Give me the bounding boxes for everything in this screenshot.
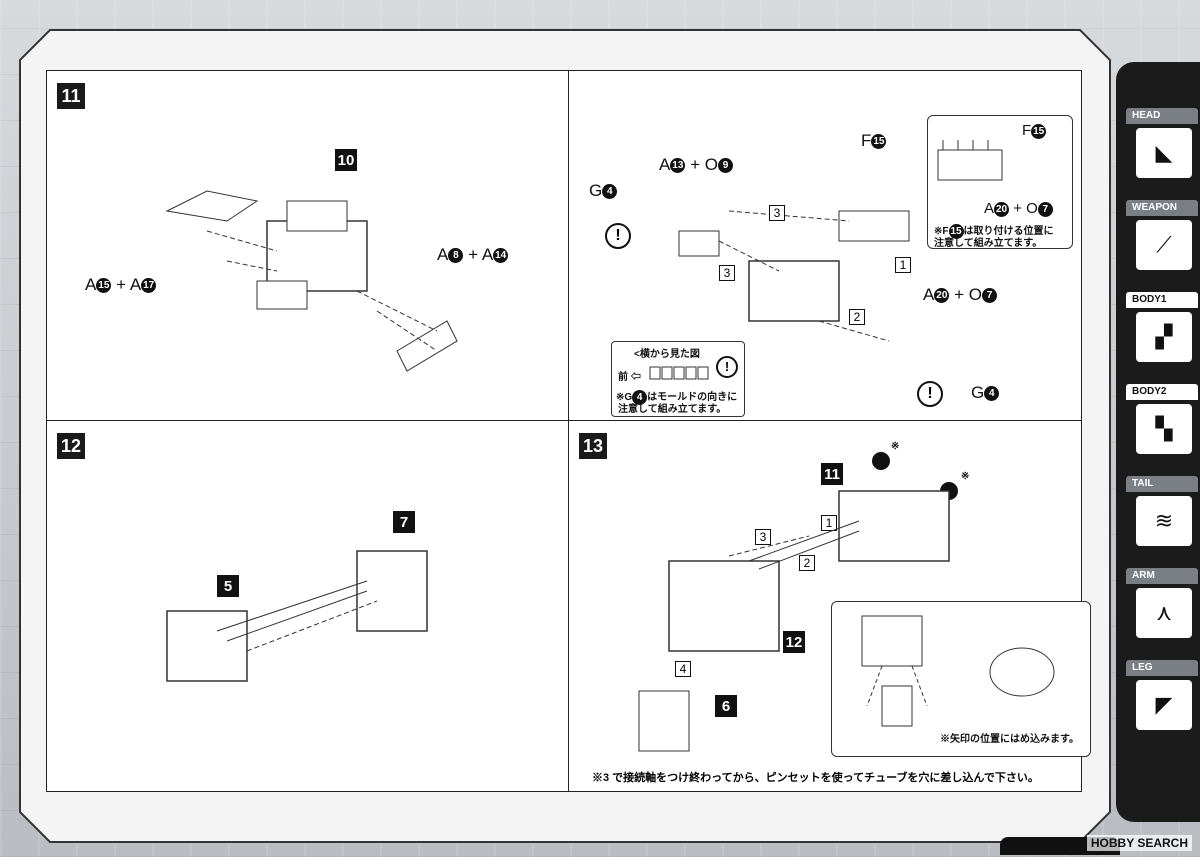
footer-note: ※3 で接続軸をつけ終わってから、ピンセットを使ってチューブを穴に差し込んで下さ… [592, 772, 1039, 784]
caution-icon: ! [917, 381, 943, 407]
detail-inset: ※矢印の位置にはめ込みます。 [831, 601, 1091, 757]
tab-label: LEG [1126, 660, 1198, 676]
caution-icon: ! [605, 223, 631, 249]
step-marker: 3 [769, 205, 785, 221]
assembly-diagram [165, 190, 458, 372]
step-marker: 4 [675, 661, 691, 677]
subassembly-ref: 12 [783, 631, 805, 653]
tab-body2[interactable]: BODY2 ▚ [1126, 384, 1198, 454]
tab-label: WEAPON [1126, 200, 1198, 216]
step-marker: 1 [895, 257, 911, 273]
step-marker: 3 [719, 265, 735, 281]
head-icon: ◣ [1136, 128, 1192, 178]
section-sidebar: HEAD ◣ WEAPON ⟋ BODY1 ▞ BODY2 ▚ TAIL ≋ ARM ⋏ LEG ◤ [1116, 62, 1200, 822]
tab-tail[interactable]: TAIL ≋ [1126, 476, 1198, 546]
step-number: 13 [579, 433, 607, 459]
tail-icon: ≋ [1136, 496, 1192, 546]
leg-icon: ◤ [1136, 680, 1192, 730]
step-number: 11 [57, 83, 85, 109]
inset-part-diagram [861, 615, 928, 727]
watermark: HOBBY SEARCH [1086, 835, 1192, 851]
tab-weapon[interactable]: WEAPON ⟋ [1126, 200, 1198, 270]
tab-label: TAIL [1126, 476, 1198, 492]
inset-part-diagram [989, 647, 1055, 697]
subassembly-ref: 10 [335, 149, 357, 171]
asterisk-mark: ※ [961, 471, 970, 482]
inset-note: ※矢印の位置にはめ込みます。 [940, 734, 1079, 745]
tab-label: BODY2 [1126, 384, 1198, 400]
subassembly-ref: 11 [821, 463, 843, 485]
tab-label: BODY1 [1126, 292, 1198, 308]
subassembly-ref: 7 [393, 511, 415, 533]
step-marker: 1 [821, 515, 837, 531]
step-marker: 2 [849, 309, 865, 325]
tab-head[interactable]: HEAD ◣ [1126, 108, 1198, 178]
side-view-title: <横から見た図 [634, 349, 700, 360]
inset-part-diagram [937, 140, 1003, 181]
body2-icon: ▚ [1136, 404, 1192, 454]
tab-body1[interactable]: BODY1 ▞ [1126, 292, 1198, 362]
step-number: 12 [57, 433, 85, 459]
step13-panel: 13 11 12 6 1 2 3 4 ※ ※ ※矢印の位置に [568, 420, 1091, 792]
arm-icon: ⋏ [1136, 588, 1192, 638]
tab-leg[interactable]: LEG ◤ [1126, 660, 1198, 730]
caution-icon: ! [716, 356, 738, 378]
front-label: 前 ⇦ [618, 372, 641, 383]
step12-panel: 12 5 7 [46, 420, 570, 792]
inset-note-line2: 注意して組み立てます。 [934, 238, 1043, 249]
assembly-diagram [166, 550, 428, 682]
assembly-diagram [678, 210, 910, 342]
assembly-diagram [638, 452, 958, 752]
chain-part-diagram [649, 366, 709, 380]
subassembly-ref: 5 [217, 575, 239, 597]
step-marker: 3 [755, 529, 771, 545]
tab-arm[interactable]: ARM ⋏ [1126, 568, 1198, 638]
side-view-note-line2: 注意して組み立てます。 [618, 404, 727, 415]
subassembly-ref: 6 [715, 695, 737, 717]
tab-label: ARM [1126, 568, 1198, 584]
step-marker: 2 [799, 555, 815, 571]
body1-icon: ▞ [1136, 312, 1192, 362]
weapon-icon: ⟋ [1136, 220, 1192, 270]
tab-label: HEAD [1126, 108, 1198, 124]
asterisk-mark: ※ [891, 441, 900, 452]
